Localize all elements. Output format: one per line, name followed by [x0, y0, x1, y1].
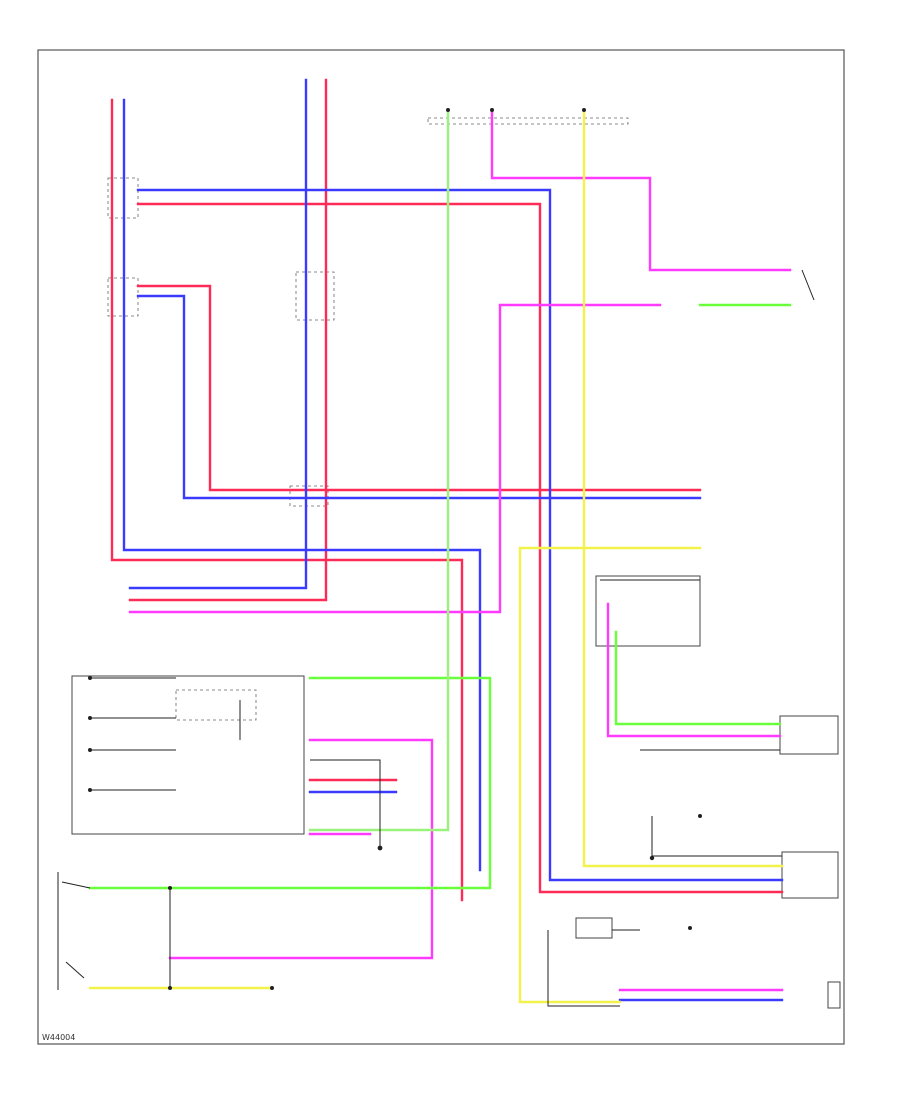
module-right-mid	[779, 715, 839, 755]
control-unit-inner	[175, 689, 257, 721]
junction-dots	[88, 108, 702, 990]
diagram-frame	[37, 49, 845, 1045]
module-right-lower	[781, 851, 839, 899]
relay-bottom	[575, 917, 613, 939]
wires-pink	[128, 108, 792, 992]
wires-yellow	[88, 108, 784, 1004]
wires-green	[88, 108, 792, 890]
module-right-upper	[595, 575, 701, 647]
module-bottom-right	[827, 981, 841, 1009]
diagram-caption: W44004	[42, 1033, 75, 1042]
wires-black	[57, 269, 815, 1007]
fuse-bar-top	[427, 117, 629, 125]
components	[71, 117, 841, 1009]
junction-center	[289, 485, 329, 507]
module-top-center	[295, 271, 335, 321]
control-unit-left	[71, 675, 305, 835]
wires-blue	[122, 78, 784, 1002]
